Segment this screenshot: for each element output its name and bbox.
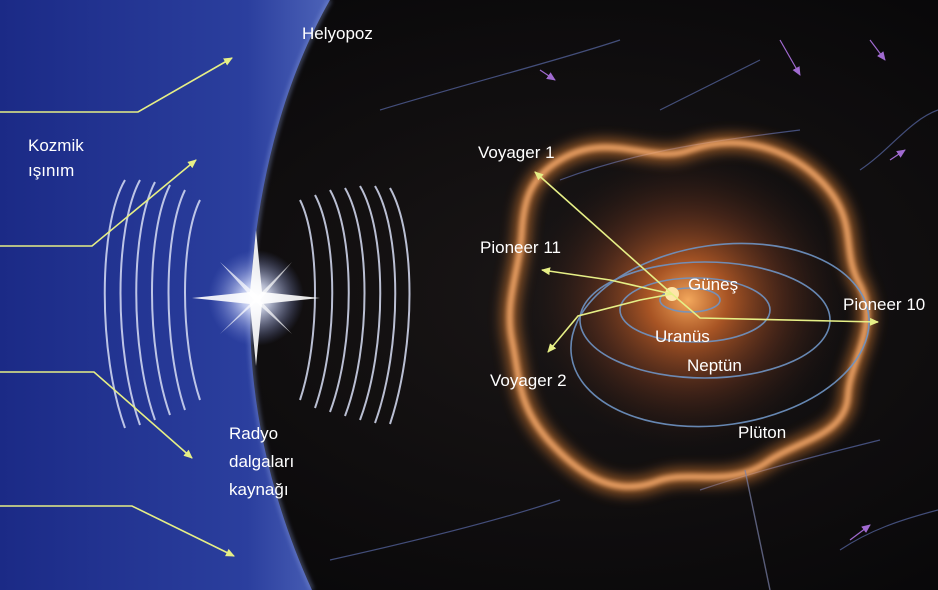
radio-source-label-line3: kaynağı <box>229 480 289 499</box>
voyager2-label: Voyager 2 <box>490 371 567 390</box>
heliopause-label: Helyopoz <box>302 24 373 43</box>
sun-label: Güneş <box>688 275 739 294</box>
pioneer11-label: Pioneer 11 <box>480 238 561 257</box>
cosmic-ray-arrows <box>0 57 235 557</box>
cosmic-radiation-label-line2: ışınım <box>28 161 75 180</box>
pioneer11-trajectory <box>541 267 673 295</box>
spacecraft-trajectories <box>534 171 879 353</box>
radio-source-label-line1: Radyo <box>229 424 279 443</box>
radio-waves-left <box>103 179 201 429</box>
pluto-label: Plüton <box>738 423 787 442</box>
voyager1-trajectory <box>534 171 673 295</box>
radio-source-flash <box>192 230 320 366</box>
pioneer10-label: Pioneer 10 <box>843 295 926 314</box>
voyager2-trajectory <box>547 293 673 353</box>
radio-source-label-line2: dalgaları <box>229 452 295 471</box>
termination-shock-core <box>506 139 870 490</box>
pioneer10-trajectory <box>671 293 879 326</box>
sun-glow <box>528 150 848 450</box>
planet-orbits <box>570 242 870 428</box>
radio-waves-right <box>299 185 411 425</box>
interstellar-medium <box>0 0 330 590</box>
uranus-label: Uranüs <box>655 327 710 346</box>
field-arrows <box>539 39 906 541</box>
neptune-label: Neptün <box>687 356 742 375</box>
cosmic-radiation-label-line1: Kozmik <box>28 136 84 155</box>
voyager1-label: Voyager 1 <box>478 143 555 162</box>
pluto-marker-line <box>744 469 771 590</box>
